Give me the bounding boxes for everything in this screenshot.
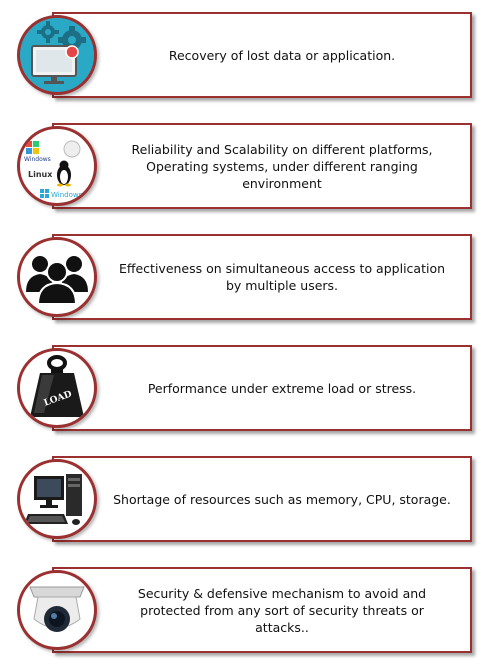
list-item: Recovery of lost data or application.: [0, 5, 504, 105]
item-text: Recovery of lost data or application.: [168, 47, 396, 63]
load-weight-icon: LOAD: [17, 348, 97, 428]
item-text-box: Security & defensive mechanism to avoid …: [52, 567, 472, 653]
list-item: Performance under extreme load or stress…: [0, 338, 504, 438]
item-text: Effectiveness on simultaneous access to …: [118, 261, 446, 293]
list-item: Shortage of resources such as memory, CP…: [0, 449, 504, 549]
item-text-box: Shortage of resources such as memory, CP…: [52, 456, 472, 542]
list-item: Reliability and Scalability on different…: [0, 116, 504, 216]
svg-text:Linux: Linux: [28, 170, 53, 179]
svg-text:Windows: Windows: [51, 191, 83, 199]
users-group-icon: [17, 237, 97, 317]
operating-systems-icon: Windows Linux Windows: [17, 126, 97, 206]
item-text-box: Effectiveness on simultaneous access to …: [52, 234, 472, 320]
item-text-box: Recovery of lost data or application.: [52, 12, 472, 98]
desktop-computer-icon: [17, 459, 97, 539]
item-text: Security & defensive mechanism to avoid …: [137, 585, 427, 635]
svg-text:Windows: Windows: [24, 156, 51, 163]
item-text-box: Performance under extreme load or stress…: [52, 345, 472, 431]
monitor-gears-icon: [17, 15, 97, 95]
item-text: Performance under extreme load or stress…: [147, 380, 417, 396]
security-camera-icon: [17, 570, 97, 650]
item-text: Reliability and Scalability on different…: [131, 141, 433, 191]
list-item: Effectiveness on simultaneous access to …: [0, 227, 504, 327]
item-text-box: Reliability and Scalability on different…: [52, 123, 472, 209]
list-item: Security & defensive mechanism to avoid …: [0, 560, 504, 660]
item-text: Shortage of resources such as memory, CP…: [113, 491, 451, 507]
